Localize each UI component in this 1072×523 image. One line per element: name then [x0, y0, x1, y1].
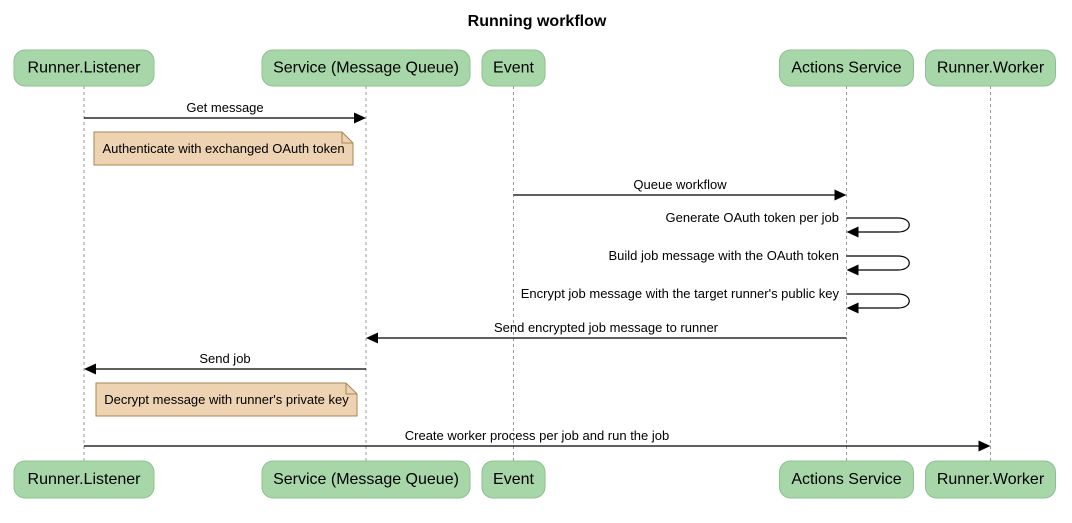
arrow-right-icon: [354, 112, 366, 124]
message-get-message: Get message: [84, 100, 366, 124]
message-label: Encrypt job message with the target runn…: [521, 286, 840, 301]
message-send-job: Send job: [84, 351, 366, 375]
actor-top-event: Event: [481, 49, 546, 87]
message-label: Create worker process per job and run th…: [405, 428, 669, 443]
arrow-left-icon: [846, 264, 859, 276]
message-send-encrypted-job: Send encrypted job message to runner: [366, 320, 847, 344]
actor-box: [925, 49, 1056, 87]
actor-box: [925, 460, 1056, 499]
note-decrypt: Decrypt message with runner's private ke…: [95, 382, 358, 417]
actor-top-runner-listener: Runner.Listener: [13, 49, 155, 87]
note-fold-corner: [341, 132, 353, 144]
arrow-left-icon: [846, 226, 859, 238]
actor-top-service-message-queue: Service (Message Queue): [261, 49, 471, 87]
actor-top-runner-worker: Runner.Worker: [925, 49, 1056, 87]
actor-box: [13, 460, 155, 499]
message-label: Build job message with the OAuth token: [608, 248, 839, 263]
actor-bottom-runner-worker: Runner.Worker: [925, 460, 1056, 499]
actor-box: [481, 49, 546, 87]
arrow-left-icon: [366, 332, 378, 344]
note-label: Authenticate with exchanged OAuth token: [102, 141, 344, 156]
actor-bottom-runner-listener: Runner.Listener: [13, 460, 155, 499]
actor-box: [779, 49, 914, 87]
actor-label: Runner.Listener: [28, 471, 142, 488]
actor-box: [13, 49, 155, 87]
actor-label: Event: [493, 471, 534, 488]
note-fold-corner: [345, 383, 357, 395]
actor-label: Runner.Worker: [937, 60, 1045, 77]
actor-box: [261, 460, 471, 499]
message-encrypt-job-message: Encrypt job message with the target runn…: [521, 286, 910, 314]
note-shape: [93, 131, 354, 166]
arrow-left-icon: [846, 302, 859, 314]
actor-box: [481, 460, 546, 499]
message-label: Send job: [199, 351, 250, 366]
actor-bottom-event: Event: [481, 460, 546, 499]
actor-box: [779, 460, 914, 499]
diagram-title: Running workflow: [468, 13, 607, 30]
actor-top-actions-service: Actions Service: [779, 49, 914, 87]
self-loop-line: [846, 217, 910, 233]
message-build-job-message: Build job message with the OAuth token: [608, 248, 910, 276]
arrow-left-icon: [84, 363, 96, 375]
note-label: Decrypt message with runner's private ke…: [104, 392, 349, 407]
actor-bottom-actions-service: Actions Service: [779, 460, 914, 499]
actor-label: Runner.Listener: [28, 60, 142, 77]
self-loop-line: [846, 255, 910, 271]
actor-label: Event: [493, 60, 534, 77]
arrow-right-icon: [834, 189, 847, 201]
arrow-right-icon: [978, 440, 991, 452]
actor-label: Actions Service: [791, 60, 901, 77]
message-queue-workflow: Queue workflow: [513, 177, 847, 201]
actor-bottom-service-message-queue: Service (Message Queue): [261, 460, 471, 499]
self-loop-line: [846, 293, 910, 309]
note-shape: [95, 382, 358, 417]
actor-label: Runner.Worker: [937, 471, 1045, 488]
actor-box: [261, 49, 471, 87]
actor-label: Service (Message Queue): [273, 60, 459, 77]
message-generate-oauth-token: Generate OAuth token per job: [666, 210, 910, 238]
note-authenticate: Authenticate with exchanged OAuth token: [93, 131, 354, 166]
message-create-worker-process: Create worker process per job and run th…: [84, 428, 991, 452]
message-label: Send encrypted job message to runner: [494, 320, 719, 335]
message-label: Generate OAuth token per job: [666, 210, 839, 225]
actor-label: Service (Message Queue): [273, 471, 459, 488]
message-label: Queue workflow: [633, 177, 727, 192]
message-label: Get message: [186, 100, 263, 115]
actor-label: Actions Service: [791, 471, 901, 488]
